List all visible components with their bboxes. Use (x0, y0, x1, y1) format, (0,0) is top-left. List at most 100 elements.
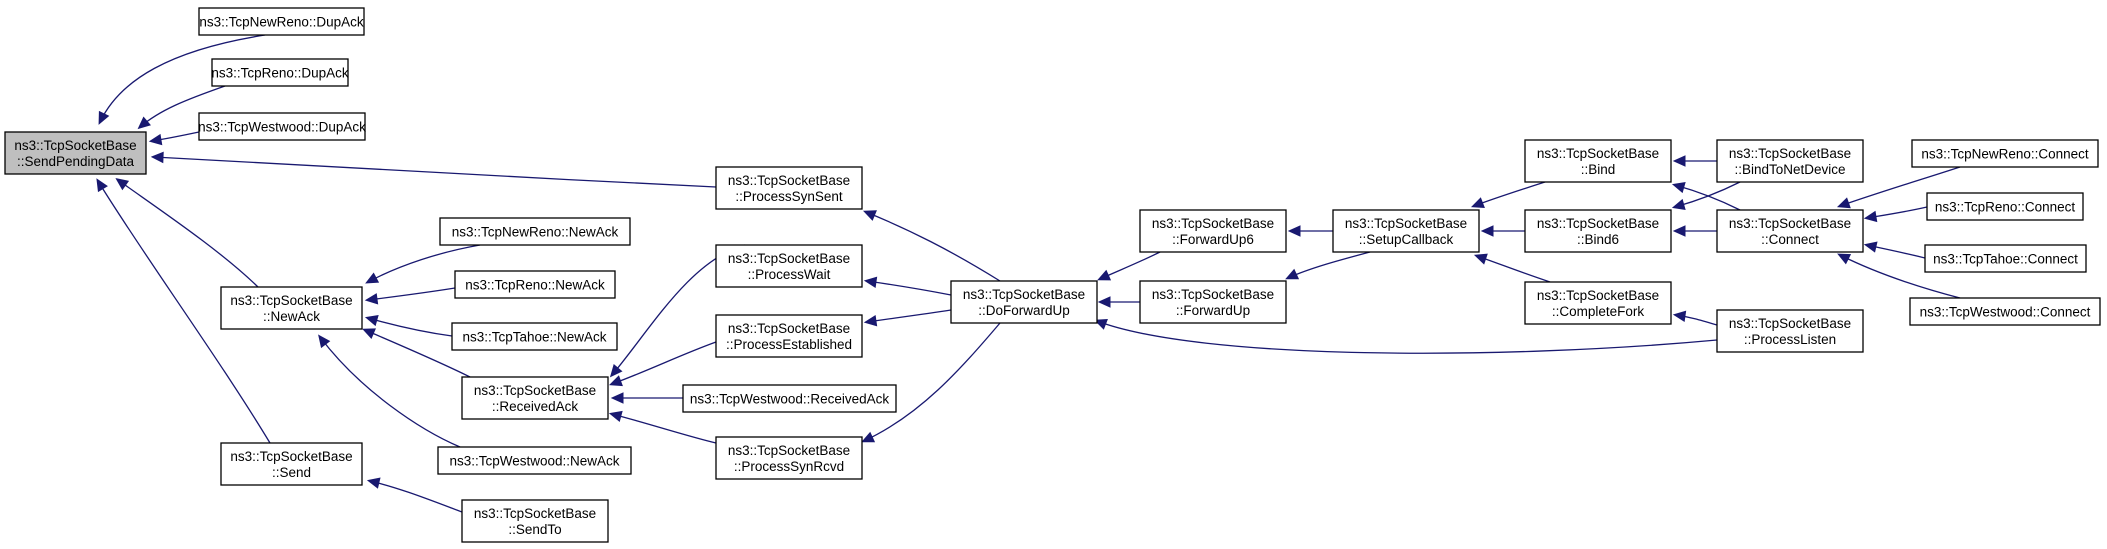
node-label-line: ns3::TcpSocketBase (1537, 146, 1659, 161)
node-receivedack[interactable]: ns3::TcpSocketBase::ReceivedAck (461, 376, 609, 420)
node-box[interactable] (1332, 209, 1480, 253)
node-reno_newack[interactable]: ns3::TcpReno::NewAck (454, 270, 616, 299)
node-label-line: ::SendTo (508, 522, 561, 537)
arrowhead (148, 133, 163, 146)
edge-westwood_receivedack-to-receivedack (610, 392, 683, 404)
node-label-line: ns3::TcpWestwood::Connect (1920, 305, 2091, 320)
edge-processestablished-to-receivedack (608, 341, 717, 387)
edge-completefork-to-setupcallback (1473, 253, 1551, 283)
node-forwardup6[interactable]: ns3::TcpSocketBase::ForwardUp6 (1139, 209, 1287, 253)
node-label-line: ns3::TcpSocketBase (1729, 146, 1851, 161)
edge-line (1839, 166, 1961, 207)
arrowhead (1863, 210, 1878, 223)
node-box[interactable] (437, 446, 632, 475)
edge-newreno_newack-to-newack (365, 244, 481, 284)
node-box[interactable] (715, 166, 863, 210)
node-box[interactable] (682, 384, 897, 413)
edge-setupcallback-to-forwardup6 (1287, 225, 1333, 237)
edge-westwood_newack-to-newack (318, 334, 461, 448)
node-bind6[interactable]: ns3::TcpSocketBase::Bind6 (1524, 209, 1672, 253)
node-newreno_dupack[interactable]: ns3::TcpNewReno::DupAck (198, 7, 365, 36)
node-newreno_newack[interactable]: ns3::TcpNewReno::NewAck (439, 217, 631, 246)
edge-bindtonetdevice-to-bind6 (1671, 181, 1741, 211)
node-label-line: ::ProcessSynSent (735, 189, 843, 204)
arrowhead (1470, 197, 1485, 209)
arrowhead (1097, 296, 1111, 308)
node-box[interactable] (715, 244, 863, 288)
node-box[interactable] (198, 112, 366, 141)
node-box[interactable] (451, 322, 618, 351)
node-processwait[interactable]: ns3::TcpSocketBase::ProcessWait (715, 244, 863, 288)
node-label-line: ns3::TcpWestwood::ReceivedAck (690, 392, 890, 407)
node-label-line: ns3::TcpSocketBase (230, 293, 352, 308)
node-send[interactable]: ns3::TcpSocketBase::Send (220, 442, 363, 486)
node-box[interactable] (950, 280, 1098, 324)
node-box[interactable] (1524, 139, 1672, 183)
edge-bindtonetdevice-to-bind (1672, 155, 1717, 167)
node-bindtonetdevice[interactable]: ns3::TcpSocketBase::BindToNetDevice (1716, 139, 1864, 183)
node-westwood_receivedack[interactable]: ns3::TcpWestwood::ReceivedAck (682, 384, 897, 413)
node-box[interactable] (4, 131, 147, 175)
node-box[interactable] (1911, 139, 2099, 168)
node-box[interactable] (1716, 209, 1864, 253)
node-completefork[interactable]: ns3::TcpSocketBase::CompleteFork (1524, 281, 1672, 325)
node-newreno_connect[interactable]: ns3::TcpNewReno::Connect (1911, 139, 2099, 168)
node-box[interactable] (715, 314, 863, 358)
node-box[interactable] (1524, 281, 1672, 325)
node-box[interactable] (461, 376, 609, 420)
node-box[interactable] (220, 442, 363, 486)
node-box[interactable] (1716, 309, 1864, 353)
node-label-line: ::ProcessListen (1744, 332, 1836, 347)
node-box[interactable] (1524, 209, 1672, 253)
arrowhead (608, 410, 623, 422)
node-sendto[interactable]: ns3::TcpSocketBase::SendTo (461, 499, 609, 543)
node-box[interactable] (1139, 280, 1287, 324)
arrowhead (115, 178, 130, 191)
node-westwood_dupack[interactable]: ns3::TcpWestwood::DupAck (198, 112, 366, 141)
node-box[interactable] (1909, 297, 2101, 326)
node-connect[interactable]: ns3::TcpSocketBase::Connect (1716, 209, 1864, 253)
arrowhead (1863, 241, 1878, 253)
node-box[interactable] (220, 286, 363, 330)
node-setupcallback[interactable]: ns3::TcpSocketBase::SetupCallback (1332, 209, 1480, 253)
node-doforwardup[interactable]: ns3::TcpSocketBase::DoForwardUp (950, 280, 1098, 324)
node-box[interactable] (439, 217, 631, 246)
node-box[interactable] (211, 58, 349, 87)
node-label-line: ns3::TcpSocketBase (1152, 287, 1274, 302)
node-label-line: ns3::TcpNewReno::NewAck (452, 225, 619, 240)
arrowhead (863, 276, 878, 289)
arrowhead (1837, 253, 1852, 265)
edge-line (1096, 320, 1718, 354)
node-processestablished[interactable]: ns3::TcpSocketBase::ProcessEstablished (715, 314, 863, 358)
node-tahoe_connect[interactable]: ns3::TcpTahoe::Connect (1924, 244, 2087, 273)
edge-line (1287, 251, 1371, 279)
node-box[interactable] (715, 436, 863, 480)
node-box[interactable] (454, 270, 616, 299)
node-send_pending[interactable]: ns3::TcpSocketBase::SendPendingData (4, 131, 147, 175)
node-reno_connect[interactable]: ns3::TcpReno::Connect (1926, 192, 2084, 221)
node-label-line: ns3::TcpSocketBase (1729, 316, 1851, 331)
edge-line (117, 179, 259, 288)
node-box[interactable] (1139, 209, 1287, 253)
edge-newack-to-send_pending (115, 178, 259, 288)
node-box[interactable] (461, 499, 609, 543)
node-box[interactable] (1924, 244, 2087, 273)
node-bind[interactable]: ns3::TcpSocketBase::Bind (1524, 139, 1672, 183)
node-westwood_newack[interactable]: ns3::TcpWestwood::NewAck (437, 446, 632, 475)
node-processlisten[interactable]: ns3::TcpSocketBase::ProcessListen (1716, 309, 1864, 353)
node-westwood_connect[interactable]: ns3::TcpWestwood::Connect (1909, 297, 2101, 326)
node-forwardup[interactable]: ns3::TcpSocketBase::ForwardUp (1139, 280, 1287, 324)
node-tahoe_newack[interactable]: ns3::TcpTahoe::NewAck (451, 322, 618, 351)
node-box[interactable] (198, 7, 365, 36)
edge-line (1674, 184, 1741, 211)
node-label-line: ns3::TcpSocketBase (1345, 216, 1467, 231)
node-box[interactable] (1926, 192, 2084, 221)
node-newack[interactable]: ns3::TcpSocketBase::NewAck (220, 286, 363, 330)
node-box[interactable] (1716, 139, 1864, 183)
node-processsynsent[interactable]: ns3::TcpSocketBase::ProcessSynSent (715, 166, 863, 210)
arrowhead (98, 110, 110, 125)
node-reno_dupack[interactable]: ns3::TcpReno::DupAck (211, 58, 349, 87)
node-label-line: ::ForwardUp6 (1172, 232, 1254, 247)
node-processsynrcvd[interactable]: ns3::TcpSocketBase::ProcessSynRcvd (715, 436, 863, 480)
arrowhead (1097, 269, 1112, 281)
